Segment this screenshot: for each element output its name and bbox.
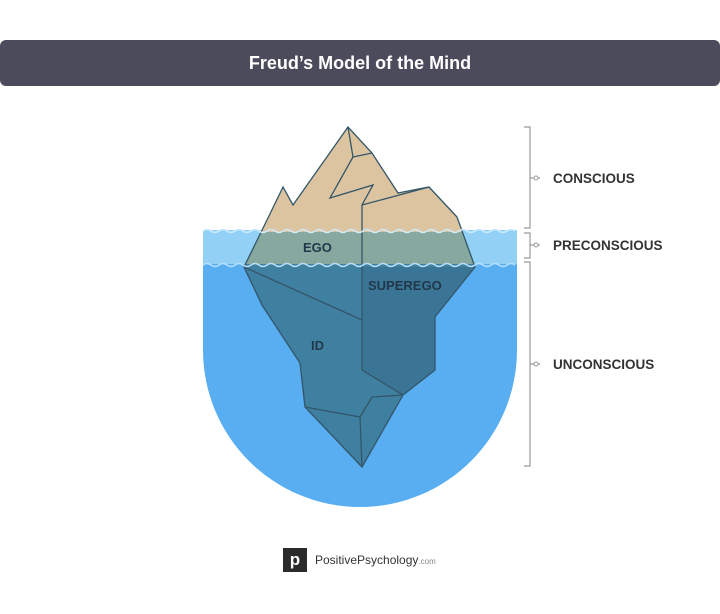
- superego-label: SUPEREGO: [368, 278, 442, 293]
- unconscious-label: UNCONSCIOUS: [553, 357, 654, 372]
- preconscious-label: PRECONSCIOUS: [553, 238, 663, 253]
- conscious-label: CONSCIOUS: [553, 171, 635, 186]
- brand-logo: p: [283, 548, 307, 572]
- water-wave-top: [202, 228, 516, 234]
- id-label: ID: [311, 338, 324, 353]
- water-wave-bottom: [202, 262, 516, 268]
- footer-brand: p PositivePsychology.com: [283, 548, 436, 572]
- brand-suffix: .com: [418, 557, 436, 566]
- title-bar: Freud’s Model of the Mind: [0, 40, 720, 86]
- ego-label: EGO: [303, 240, 332, 255]
- brand-name: PositivePsychology: [315, 553, 419, 567]
- page-title: Freud’s Model of the Mind: [248, 52, 472, 73]
- iceberg: [243, 125, 476, 469]
